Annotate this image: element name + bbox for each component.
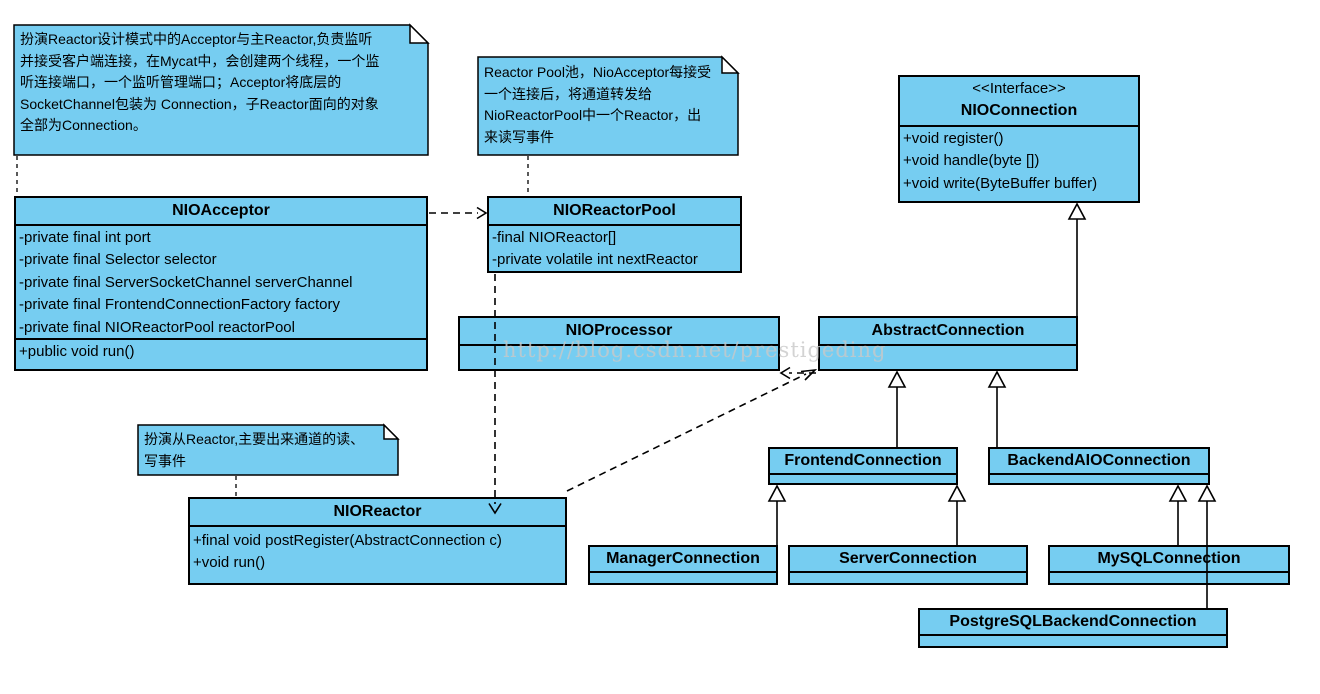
member-line: +public void run() <box>19 343 135 360</box>
class-title: PostgreSQLBackendConnection <box>920 610 1226 636</box>
member-line: +final void postRegister(AbstractConnect… <box>193 532 502 549</box>
member-line: -final NIOReactor[] <box>492 229 617 246</box>
member-line: -private volatile int nextReactor <box>492 251 698 269</box>
member-line: -private final ServerSocketChannel serve… <box>19 273 353 291</box>
class-body <box>990 475 1208 483</box>
class-backendaioconnection: BackendAIOConnection <box>988 447 1210 485</box>
attributes-section: -final NIOReactor[] -private volatile int… <box>489 226 740 272</box>
class-nioprocessor: NIOProcessor <box>458 316 780 371</box>
attributes-section: -private final int port -private final Se… <box>16 226 426 338</box>
class-title: NIOReactor <box>190 499 565 527</box>
class-mysqlconnection: MySQLConnection <box>1048 545 1290 585</box>
class-abstractconnection: AbstractConnection <box>818 316 1078 371</box>
class-title: ManagerConnection <box>590 547 776 573</box>
member-line: -private final FrontendConnectionFactory… <box>19 296 340 314</box>
methods-section: +public void run() <box>16 338 426 363</box>
class-body <box>590 573 776 583</box>
generalization-backendaioconnection-abstractconnection <box>987 370 1007 447</box>
note-reactorpool: Reactor Pool池，NioAcceptor每接受 一个连接后，将通道转发… <box>484 64 712 145</box>
class-title: NIOProcessor <box>460 318 778 346</box>
generalization-managerconnection-frontendconnection <box>767 484 787 545</box>
class-title: NIOConnection <box>960 102 1078 119</box>
generalization-frontendconnection-abstractconnection <box>887 370 907 447</box>
stereotype-label: <<Interface>> <box>972 80 1066 97</box>
class-managerconnection: ManagerConnection <box>588 545 778 585</box>
class-body <box>920 636 1226 646</box>
dependency-nioreactorpool-nioreactor <box>488 274 502 515</box>
class-title: NIOReactorPool <box>489 198 740 226</box>
generalization-serverconnection-frontendconnection <box>947 484 967 545</box>
member-line: -private final Selector selector <box>19 251 217 269</box>
member-line: +void handle(byte []) <box>903 152 1040 170</box>
class-title: AbstractConnection <box>820 318 1076 346</box>
class-body <box>790 573 1026 583</box>
class-header: <<Interface>> NIOConnection <box>900 77 1138 127</box>
class-title: MySQLConnection <box>1050 547 1288 573</box>
member-line: -private final NIOReactorPool reactorPoo… <box>19 318 295 336</box>
class-title: NIOAcceptor <box>16 198 426 226</box>
class-serverconnection: ServerConnection <box>788 545 1028 585</box>
methods-section: +final void postRegister(AbstractConnect… <box>190 527 565 575</box>
note-acceptor: 扮演Reactor设计模式中的Acceptor与主Reactor,负责监听 并接… <box>20 31 380 134</box>
class-body <box>770 475 956 483</box>
class-nioacceptor: NIOAcceptor -private final int port-priv… <box>14 196 428 371</box>
member-line: -private final int port <box>19 229 151 246</box>
dependency-abstractconnection-nioprocessor <box>779 366 816 380</box>
methods-section: +void register() +void handle(byte []) +vo… <box>900 127 1138 195</box>
class-nioreactorpool: NIOReactorPool -final NIOReactor[] -priva… <box>487 196 742 273</box>
generalization-abstractconnection-nioconnection <box>1067 202 1087 316</box>
dependency-nioacceptor-nioreactorpool <box>429 206 488 220</box>
class-body <box>1050 573 1288 583</box>
class-nioreactor: NIOReactor +final void postRegister(Abst… <box>188 497 567 585</box>
class-nioconnection: <<Interface>> NIOConnection +void regist… <box>898 75 1140 203</box>
class-title: FrontendConnection <box>770 449 956 475</box>
note-nioreactor: 扮演从Reactor,主要出来通道的读、 写事件 <box>144 431 365 469</box>
class-postgresqlbackendconnection: PostgreSQLBackendConnection <box>918 608 1228 648</box>
member-line: +void register() <box>903 130 1004 147</box>
class-title: ServerConnection <box>790 547 1026 573</box>
generalization-mysqlconnection-backendaioconnection <box>1168 484 1188 545</box>
class-title: BackendAIOConnection <box>990 449 1208 475</box>
member-line: +void run() <box>193 554 266 572</box>
member-line: +void write(ByteBuffer buffer) <box>903 174 1098 192</box>
class-frontendconnection: FrontendConnection <box>768 447 958 485</box>
watermark-text: http://blog.csdn.net/prestigeding <box>503 338 887 362</box>
